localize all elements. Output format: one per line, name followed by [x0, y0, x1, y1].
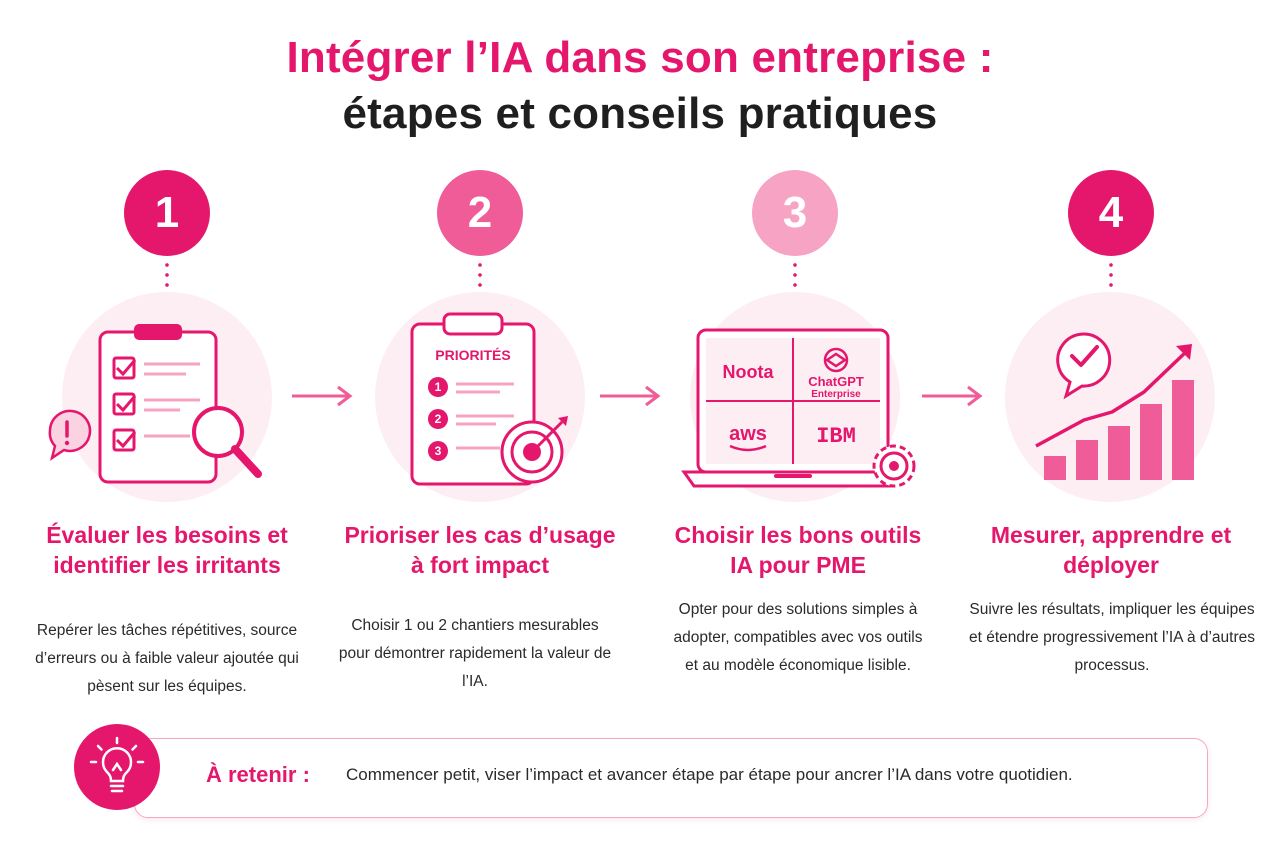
lightbulb-icon — [89, 736, 145, 793]
tool-aws: aws — [729, 423, 767, 445]
tool-ibm: IBM — [816, 424, 856, 449]
page-title-line2: étapes et conseils pratiques — [342, 89, 938, 138]
step-3-title: Choisir les bons outils IA pour PME — [674, 522, 922, 578]
step-4-badge: 4 — [1068, 170, 1154, 256]
arrow-3-to-4 — [922, 385, 983, 407]
step-1-connector — [165, 260, 169, 290]
step-4-title: Mesurer, apprendre et déployer — [990, 522, 1232, 578]
tool-chatgpt: ChatGPT — [808, 374, 864, 389]
clipboard-item-2: 2 — [435, 412, 442, 426]
retain-box — [134, 738, 1208, 818]
priorities-clipboard-target-icon: PRIORITÉS 1 2 3 — [410, 312, 568, 486]
retain-text: Commencer petit, viser l’impact et avanc… — [346, 765, 1073, 784]
arrow-2-to-3 — [600, 385, 661, 407]
step-2-description: Choisir 1 ou 2 chantiers mesurables pour… — [338, 617, 612, 690]
clipboard-label: PRIORITÉS — [435, 347, 510, 363]
step-1-title: Évaluer les besoins et identifier les ir… — [46, 522, 288, 578]
lightbulb-badge — [74, 724, 160, 810]
clipboard-item-1: 1 — [435, 380, 442, 394]
gear-icon — [872, 444, 916, 488]
chatgpt-logo-icon — [823, 347, 849, 373]
step-3-badge: 3 — [752, 170, 838, 256]
step-4-connector — [1109, 260, 1113, 290]
arrow-1-to-2 — [292, 385, 353, 407]
tool-noota: Noota — [723, 362, 775, 382]
step-2-badge: 2 — [437, 170, 523, 256]
step-1-badge: 1 — [124, 170, 210, 256]
step-2-title: Prioriser les cas d’usage à fort impact — [344, 522, 616, 578]
tool-chatgpt-enterprise: Enterprise — [811, 389, 861, 400]
checklist-magnifier-icon — [48, 324, 262, 484]
clipboard-item-3: 3 — [435, 444, 442, 458]
page-title-line1: Intégrer l’IA dans son entreprise : — [286, 33, 994, 82]
step-3-connector — [793, 260, 797, 290]
step-4-description: Suivre les résultats, impliquer les équi… — [968, 601, 1256, 674]
laptop-tools-icon: Noota ChatGPT Enterprise aws IBM — [681, 328, 916, 488]
retain-label: À retenir : — [206, 762, 310, 787]
step-3-description: Opter pour des solutions simples à adopt… — [673, 601, 923, 674]
step-2-connector — [478, 260, 482, 290]
growth-chart-icon — [1035, 332, 1194, 480]
step-1-description: Repérer les tâches répétitives, source d… — [35, 622, 299, 695]
